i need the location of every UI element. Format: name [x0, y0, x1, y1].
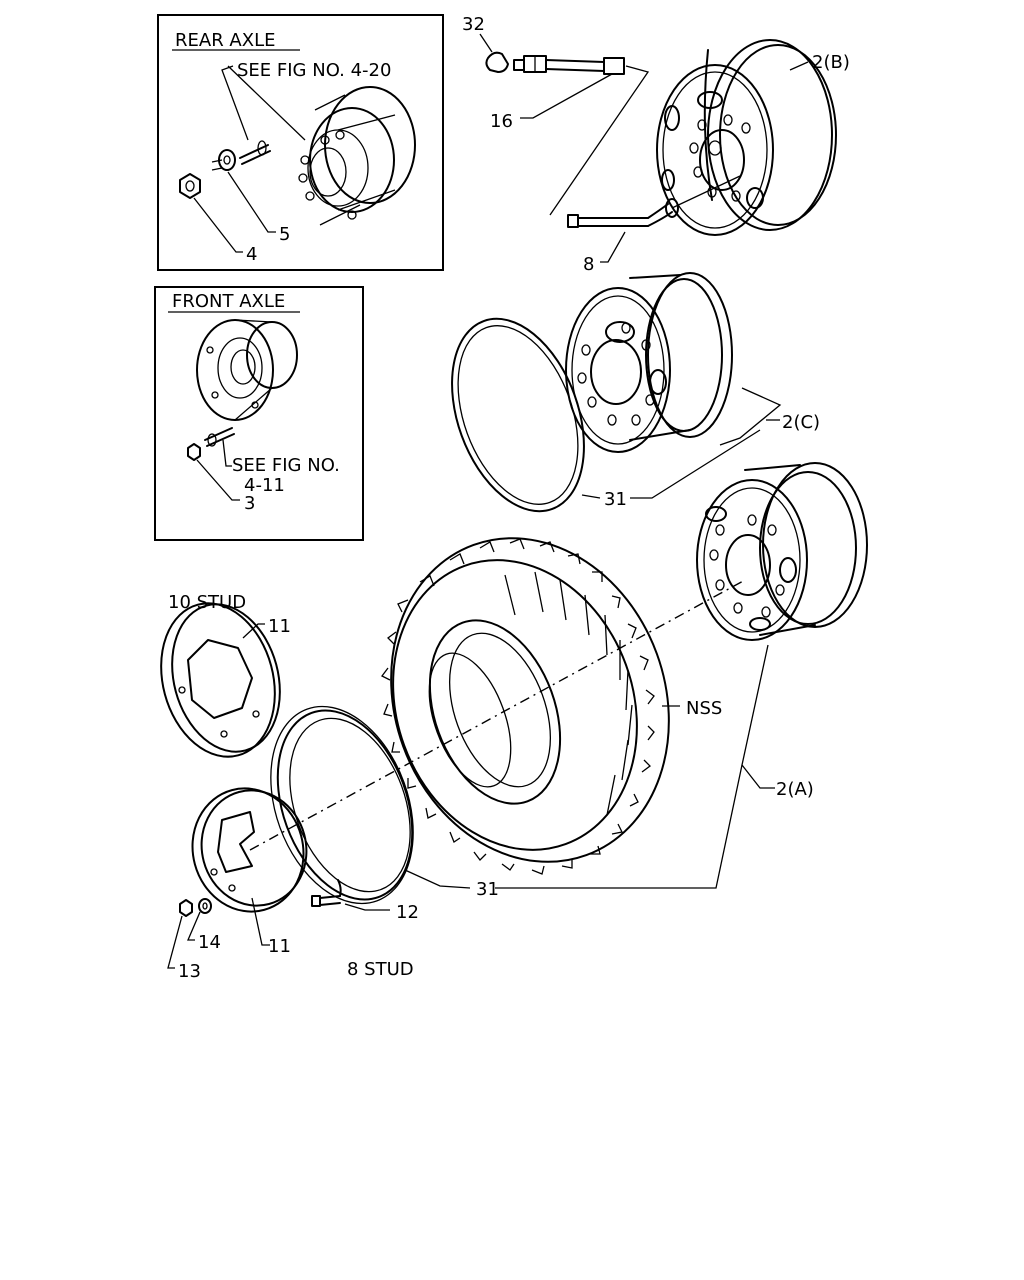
callout-3: 3	[244, 493, 255, 514]
front-axle-box: FRONT AXLE SEE FIG NO. 4-11 3	[154, 286, 364, 541]
valve-extension-8	[567, 175, 741, 228]
callout-2b: 2(B)	[812, 52, 850, 73]
callout-8: 8	[583, 254, 594, 275]
callout-13: 13	[178, 961, 201, 982]
front-stud-drawing	[204, 427, 235, 447]
washer-14	[198, 898, 212, 914]
eight-stud-label: 8 STUD	[347, 959, 414, 980]
rear-axle-see-fig: SEE FIG NO. 4-20	[237, 60, 391, 81]
front-see-fig-line2: 4-11	[244, 475, 285, 496]
rear-axle-box: REAR AXLE SEE FIG NO. 4-20	[157, 14, 444, 271]
valve-12	[311, 879, 342, 907]
rear-stud-drawing	[239, 140, 271, 165]
front-axle-title: FRONT AXLE	[172, 291, 285, 312]
callout-11-bottom: 11	[268, 936, 291, 957]
callout-5: 5	[279, 224, 290, 245]
rim-2b	[656, 39, 837, 236]
callout-2a: 2(A)	[776, 779, 814, 800]
callout-nss: NSS	[686, 698, 722, 719]
rim-2c	[565, 272, 733, 453]
rear-hub-drawing	[298, 86, 416, 226]
callout-31-bottom: 31	[476, 879, 499, 900]
side-ring-11-top	[160, 602, 281, 758]
rear-nut-drawing	[179, 173, 201, 199]
rear-washer-drawing	[211, 149, 236, 171]
callout-11-top: 11	[268, 616, 291, 637]
callout-12: 12	[396, 902, 419, 923]
flap-ring-31-top	[451, 317, 585, 513]
nut-13	[179, 899, 193, 917]
callout-32: 32	[462, 14, 485, 35]
rear-axle-title: REAR AXLE	[175, 30, 275, 51]
callout-31-top: 31	[604, 489, 627, 510]
callout-16: 16	[490, 111, 513, 132]
tire	[381, 537, 670, 875]
wheel-axis-line	[249, 579, 746, 851]
valve-extension-16	[513, 55, 625, 75]
lock-ring-31-bottom	[270, 705, 414, 905]
rim-2a	[696, 462, 868, 641]
side-ring-11-bottom	[191, 787, 308, 913]
callout-2c: 2(C)	[782, 412, 820, 433]
callout-4: 4	[246, 244, 257, 265]
front-hub-drawing	[196, 319, 298, 421]
front-nut-drawing	[187, 443, 201, 461]
tire-tread	[381, 538, 655, 875]
valve-cap-32	[485, 51, 509, 73]
front-see-fig-line1: SEE FIG NO.	[232, 455, 340, 476]
callout-14: 14	[198, 932, 221, 953]
